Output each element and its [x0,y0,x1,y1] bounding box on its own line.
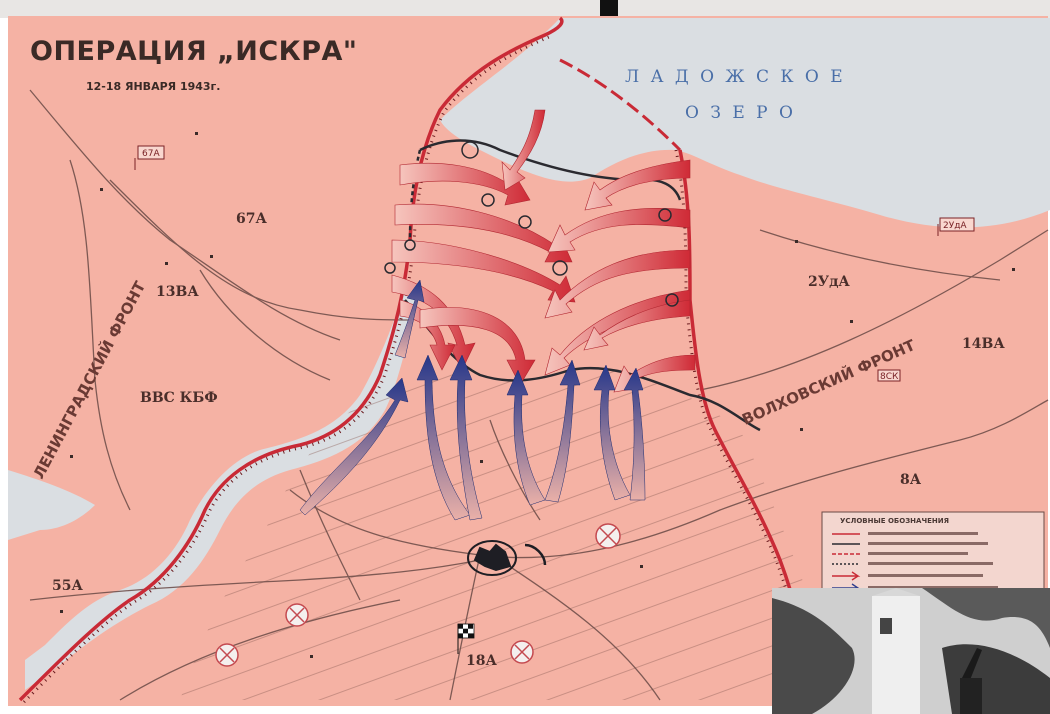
boxed-label-2uda: 2УдА [937,217,975,236]
inset-photo [772,588,1050,714]
roads [29,89,1049,701]
boxed-label-67a: 67А [134,145,165,170]
label-67a: 67А [236,211,267,227]
boxed-label-small: 8СК [877,369,901,382]
lake-label-1: Л А Д О Ж С К О Е [625,67,846,87]
label-2uda: 2УдА [808,274,850,290]
label-8a: 8А [900,472,922,488]
lake-label-2: О З Е Р О [685,103,796,123]
strongpoints [384,141,679,307]
legend-title: УСЛОВНЫЕ ОБОЗНАЧЕНИЯ [840,517,949,525]
svg-text:67А: 67А [142,149,160,159]
svg-text:8СК: 8СК [880,372,899,382]
german-counter-arrows [299,279,646,521]
svg-text:2УдА: 2УдА [943,221,967,231]
mga-position [467,540,547,576]
crossed-circle-icon [215,523,621,667]
label-14va: 14ВА [962,336,1005,352]
label-55a: 55А [52,578,83,594]
map-dates: 12-18 ЯНВАРЯ 1943г. [86,80,221,93]
checkered-flag-icon [457,623,475,654]
label-vvs-kbf: ВВС КБФ [140,390,218,406]
label-18a: 18А [466,653,497,669]
occupied-area [180,367,820,700]
map-title: ОПЕРАЦИЯ „ИСКРА" [30,36,358,67]
finland-gulf [8,470,95,540]
label-13va: 13ВА [156,284,199,300]
